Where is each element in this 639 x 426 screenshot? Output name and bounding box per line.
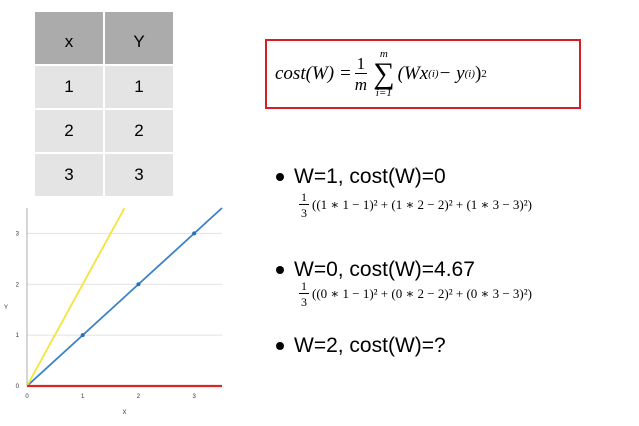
- x-tick-label: 3: [192, 394, 196, 400]
- sub-expression: ((0 ∗ 1 − 1)² + (0 ∗ 2 − 2)² + (0 ∗ 3 − …: [312, 286, 532, 301]
- data-table: x Y 1 1 2 2 3 3: [35, 12, 173, 196]
- table-row: 1 1: [35, 64, 173, 109]
- formula-term-open: (Wx: [397, 63, 429, 84]
- formula-term-pow: 2: [481, 68, 487, 80]
- formula-term-close: ): [474, 63, 482, 84]
- data-point: [136, 282, 141, 287]
- sub-frac-num: 1: [299, 279, 309, 294]
- formula-sum-top: m: [379, 47, 388, 60]
- formula-term-mid: − y: [438, 63, 465, 84]
- y-tick-label: 1: [16, 333, 20, 339]
- formula-term-sup2: (i): [464, 68, 475, 80]
- table-header-y: Y: [104, 12, 173, 65]
- table-row: 3 3: [35, 152, 173, 196]
- formula-lhs: cost(W) =: [275, 63, 352, 84]
- bullet-dot: [276, 266, 284, 274]
- bullet-dot: [276, 173, 284, 181]
- sigma-symbol: ∑: [373, 56, 395, 90]
- series-line-w1: [26, 207, 223, 387]
- cost-formula: cost(W) = 1 m m ∑ i=1 (Wx(i) − y(i))2: [275, 41, 487, 107]
- sub-frac-den: 3: [301, 206, 307, 220]
- bullet-text: W=1, cost(W)=0: [294, 165, 446, 188]
- table-header-x: x: [35, 12, 105, 65]
- table-row: 2 2: [35, 108, 173, 153]
- sub-frac-num: 1: [299, 190, 309, 205]
- formula-sum-bottom: i=1: [375, 87, 392, 100]
- series-line-w2: [26, 207, 126, 387]
- x-tick-label: 0: [25, 394, 29, 400]
- table-cell: 3: [35, 152, 105, 196]
- table-cell: 2: [104, 108, 173, 153]
- formula-fraction: 1 m: [354, 54, 368, 94]
- bullet-w2: W=2, cost(W)=?: [276, 334, 446, 358]
- sub-expression: ((1 ∗ 1 − 1)² + (1 ∗ 2 − 2)² + (1 ∗ 3 − …: [312, 197, 532, 212]
- formula-sum: m ∑ i=1: [373, 47, 395, 100]
- x-axis-label: X: [122, 410, 126, 416]
- formula-term-sup1: (i): [428, 68, 439, 80]
- x-tick-label: 1: [81, 394, 85, 400]
- y-tick-label: 0: [16, 384, 20, 390]
- line-plot: 0 1 2 3 0 1 2 3X Y: [4, 207, 223, 416]
- table-cell: 1: [104, 64, 173, 109]
- sub-frac-den: 3: [301, 295, 307, 309]
- data-point: [192, 231, 197, 236]
- data-point: [80, 333, 85, 338]
- x-tick-label: 2: [137, 394, 141, 400]
- formula-frac-num: 1: [354, 54, 368, 74]
- formula-frac-den: m: [354, 75, 368, 94]
- table-header-row: x Y: [35, 12, 173, 65]
- y-tick-label: 3: [16, 231, 20, 237]
- cost-formula-box: cost(W) = 1 m m ∑ i=1 (Wx(i) − y(i))2: [265, 39, 581, 109]
- y-tick-label: 2: [16, 282, 20, 288]
- bullet-text: W=0, cost(W)=4.67: [294, 258, 475, 281]
- bullet-text: W=2, cost(W)=?: [294, 334, 446, 357]
- table-cell: 3: [104, 152, 173, 196]
- table-cell: 2: [35, 108, 105, 153]
- bullet-dot: [276, 342, 284, 350]
- table-cell: 1: [35, 64, 105, 109]
- y-axis-label: Y: [4, 305, 8, 311]
